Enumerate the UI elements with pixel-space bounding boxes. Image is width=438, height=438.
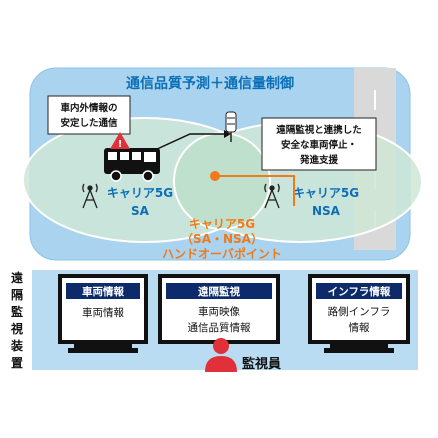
monitor-2-line-2: 通信品質情報 [188, 321, 251, 334]
handover-line-2: （SA・NSA） [181, 231, 263, 246]
zone-nsa-line-2: NSA [312, 204, 341, 218]
zone-sa-line-1: キャリア5G [107, 186, 173, 200]
monitor-remote-monitoring: 遠隔監視 車両映像 通信品質情報 [158, 274, 280, 344]
side-label-char-4: 視 [10, 321, 23, 336]
handover-leader-line [215, 175, 295, 206]
monitor-infrastructure-info: インフラ情報 路側インフラ 情報 [308, 274, 410, 353]
monitor-3-header: インフラ情報 [328, 285, 391, 298]
callout-right-line-1: 遠隔監視と連携した [276, 124, 362, 136]
side-label-char-3: 監 [11, 304, 23, 319]
monitor-2-header-bg [166, 283, 272, 299]
monitor-1-header-bg [66, 283, 140, 299]
side-label-char-5: 装 [10, 338, 23, 353]
arrow-head [224, 130, 231, 138]
operator-icon [205, 338, 237, 372]
zone-sa-line-2: SA [131, 204, 150, 218]
warning-icon: ! [110, 132, 130, 150]
overlap-circle [173, 132, 271, 230]
side-label-char-1: 遠 [11, 270, 23, 285]
roadside-sensor-icon [225, 111, 237, 142]
link-arrow [154, 133, 224, 151]
callout-left-box [47, 95, 131, 135]
callout-left-line-2: 安定した通信 [60, 117, 118, 129]
monitor-2-line-1: 車両映像 [198, 305, 240, 318]
monitor-2-header: 遠隔監視 [198, 285, 240, 298]
monitor-3-line-2: 情報 [349, 321, 370, 334]
antenna-nsa-icon [264, 183, 280, 209]
monitor-vehicle-info: 車両情報 車両情報 [58, 274, 148, 353]
svg-text:!: ! [118, 139, 123, 150]
callout-right-line-2: 安全な車両停止・ [281, 139, 357, 151]
operator-label: 監視員 [242, 356, 281, 372]
side-label-char-6: 置 [11, 356, 23, 370]
monitor-3-header-bg [316, 283, 402, 299]
side-label-char-2: 隔 [11, 287, 23, 302]
callout-left-line-1: 車内外情報の [60, 102, 117, 114]
zone-nsa-line-1: キャリア5G [293, 186, 359, 200]
callout-right-line-3: 発進支援 [299, 154, 339, 166]
antenna-sa-icon [82, 183, 98, 209]
callout-right-box [261, 117, 377, 171]
handover-line-3: ハンドオーバポイント [162, 246, 282, 261]
monitor-3-line-1: 路側インフラ [328, 305, 391, 318]
monitor-1-line-1: 車両情報 [82, 306, 124, 319]
side-label: 遠 隔 監 視 装 置 [10, 270, 23, 370]
handover-line-1: キャリア5G [189, 217, 255, 231]
vehicle-icon [104, 148, 160, 182]
top-title: 通信品質予測＋通信量制御 [126, 75, 294, 92]
monitor-1-header: 車両情報 [82, 285, 124, 298]
